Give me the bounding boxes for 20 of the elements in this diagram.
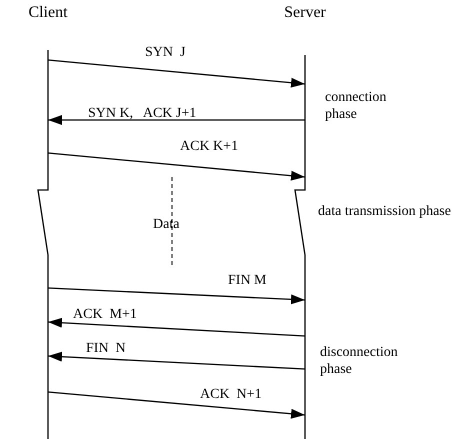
phase-label: data transmission phase	[318, 203, 452, 220]
edge-label: FIN N	[86, 340, 126, 357]
message-arrow	[48, 59, 306, 88]
message-arrow	[48, 152, 306, 181]
edge-label: ACK K+1	[180, 138, 238, 155]
phase-label: disconnection phase	[320, 344, 399, 378]
edge-label: SYN K, ACK J+1	[88, 105, 196, 122]
message-arrow	[48, 318, 306, 337]
message-arrow	[48, 115, 305, 125]
participant-name: Server	[283, 4, 327, 22]
message-arrow	[48, 287, 306, 304]
participant-name: Client	[27, 4, 69, 22]
message-arrow	[48, 352, 306, 370]
edge-label: SYN J	[145, 44, 186, 61]
edge-label: ACK N+1	[200, 386, 262, 403]
data-label: Data	[153, 216, 180, 233]
message-arrow	[48, 391, 306, 419]
edge-label: ACK M+1	[73, 306, 137, 323]
phase-label: connection phase	[325, 89, 388, 123]
edge-label: FIN M	[228, 272, 267, 289]
